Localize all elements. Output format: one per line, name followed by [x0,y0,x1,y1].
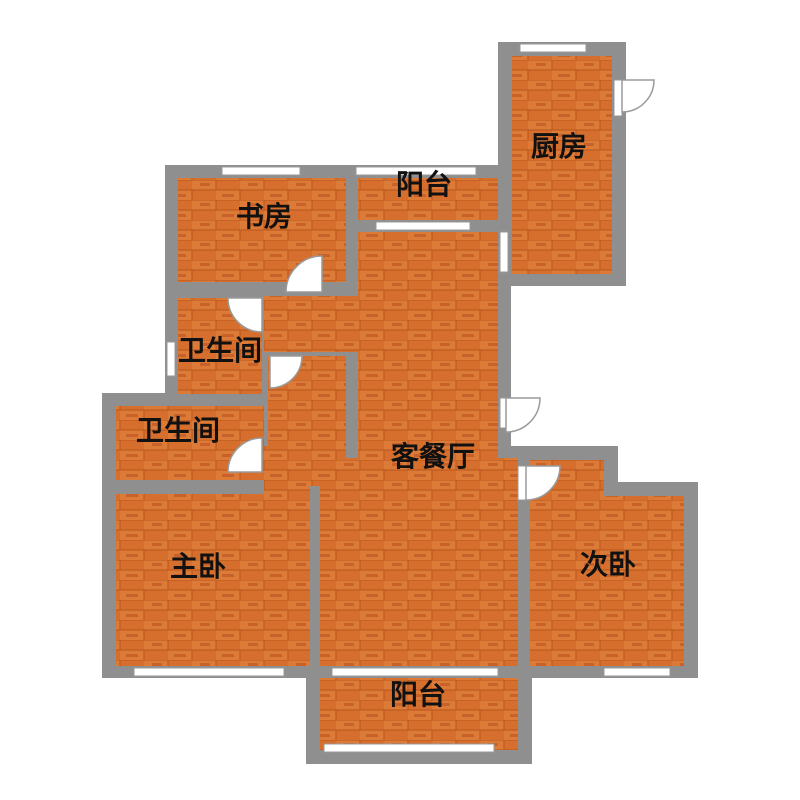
floor-second [530,496,684,666]
window-master [133,667,285,677]
door-study [285,255,323,293]
door-second [525,465,561,501]
door-bath1 [227,297,263,333]
label-second-bedroom: 次卧 [580,548,636,581]
label-balcony-top: 阳台 [396,168,452,201]
windows [133,43,671,753]
window-balcony-bottom [323,743,495,753]
floor-master-link [264,446,310,506]
door-kitchen [621,79,655,113]
window-living-top [375,221,471,231]
label-master-bedroom: 主卧 [170,550,226,583]
room-labels: 厨房 书房 阳台 卫生间 卫生间 客餐厅 主卧 次卧 阳台 [136,130,636,711]
window-second-left [517,465,527,501]
doors [227,79,655,501]
window-living-bottom [331,667,499,677]
window-kitchen [519,43,587,53]
floor-living-lower [320,458,518,666]
window-second [603,667,671,677]
window-living-right [499,231,509,273]
floor-master [116,494,310,666]
window-kitchen-side [613,79,623,117]
door-bath2 [227,437,263,473]
floor-living-upper [358,232,498,458]
floor-hall-link [264,296,364,352]
floor-balcony-bottom [320,678,518,750]
door-living-right [505,397,541,433]
window-study [221,166,301,176]
window-bath1-left [166,341,176,377]
window-balcony-top [355,166,477,176]
label-bathroom-1: 卫生间 [178,334,262,367]
label-kitchen: 厨房 [531,130,587,163]
label-study: 书房 [236,200,292,233]
door-corridor [269,355,303,389]
floors [116,56,684,750]
floor-balcony-top [358,178,498,220]
floor-kitchen [512,56,612,274]
label-living-dining: 客餐厅 [391,440,475,473]
label-bathroom-2: 卫生间 [136,414,220,447]
label-balcony-bottom: 阳台 [390,678,446,711]
